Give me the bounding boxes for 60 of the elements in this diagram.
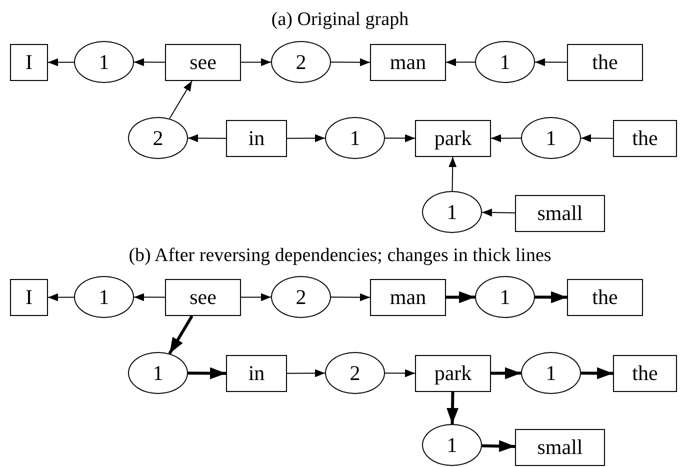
arrow: [48, 293, 74, 302]
word-box: man: [370, 44, 446, 81]
weight-ellipse: 1: [521, 117, 581, 159]
arrow: [330, 293, 370, 302]
word-box: in: [226, 355, 287, 392]
weight-ellipse: 2: [271, 41, 331, 83]
word-box: I: [10, 44, 48, 81]
arrow: [491, 367, 521, 380]
arrow: [134, 293, 166, 302]
weight-ellipse: 1: [325, 117, 385, 159]
arrow: [384, 134, 416, 142]
weight-ellipse: 1: [475, 41, 535, 83]
arrow: [169, 80, 192, 120]
word-box: the: [567, 279, 643, 316]
arrow: [446, 291, 475, 304]
arrow: [240, 58, 272, 66]
word-box: see: [165, 279, 241, 316]
word-box: the: [613, 120, 677, 157]
arrow: [482, 440, 516, 452]
weight-ellipse: 1: [128, 352, 188, 394]
subfigure-caption: (a) Original graph: [271, 9, 409, 30]
word-box: man: [370, 279, 446, 316]
arrow: [286, 369, 326, 378]
weight-ellipse: 2: [128, 117, 188, 159]
word-box: see: [165, 44, 241, 81]
arrow: [188, 134, 226, 142]
arrow: [446, 392, 459, 424]
weight-ellipse: 2: [325, 352, 385, 394]
arrow: [48, 58, 74, 66]
word-box: park: [415, 120, 491, 157]
weight-ellipse: 1: [74, 41, 134, 83]
weight-ellipse: 1: [422, 424, 482, 466]
arrow: [134, 58, 166, 66]
word-box: the: [613, 355, 677, 392]
weight-ellipse: 1: [475, 276, 535, 318]
arrow: [446, 58, 476, 66]
arrow: [240, 293, 272, 302]
arrow: [188, 367, 226, 380]
arrow: [534, 58, 568, 66]
subfigure-caption: (b) After reversing dependencies; changes in thick lines: [128, 245, 552, 266]
arrow: [168, 315, 194, 354]
weight-ellipse: 1: [74, 276, 134, 318]
arrow: [490, 134, 522, 142]
weight-ellipse: 1: [422, 191, 482, 233]
word-box: small: [515, 195, 605, 232]
arrow: [581, 367, 614, 380]
word-box: small: [515, 429, 605, 466]
arrow: [448, 156, 457, 192]
word-box: park: [415, 355, 491, 392]
weight-ellipse: 2: [271, 276, 331, 318]
arrow: [286, 134, 326, 142]
word-box: in: [226, 120, 287, 157]
arrow: [482, 208, 516, 217]
weight-ellipse: 1: [521, 352, 581, 394]
arrow: [535, 291, 567, 304]
arrow: [580, 134, 614, 142]
word-box: the: [567, 44, 643, 81]
arrow: [330, 58, 370, 66]
arrow: [384, 369, 416, 378]
word-box: I: [10, 279, 48, 316]
